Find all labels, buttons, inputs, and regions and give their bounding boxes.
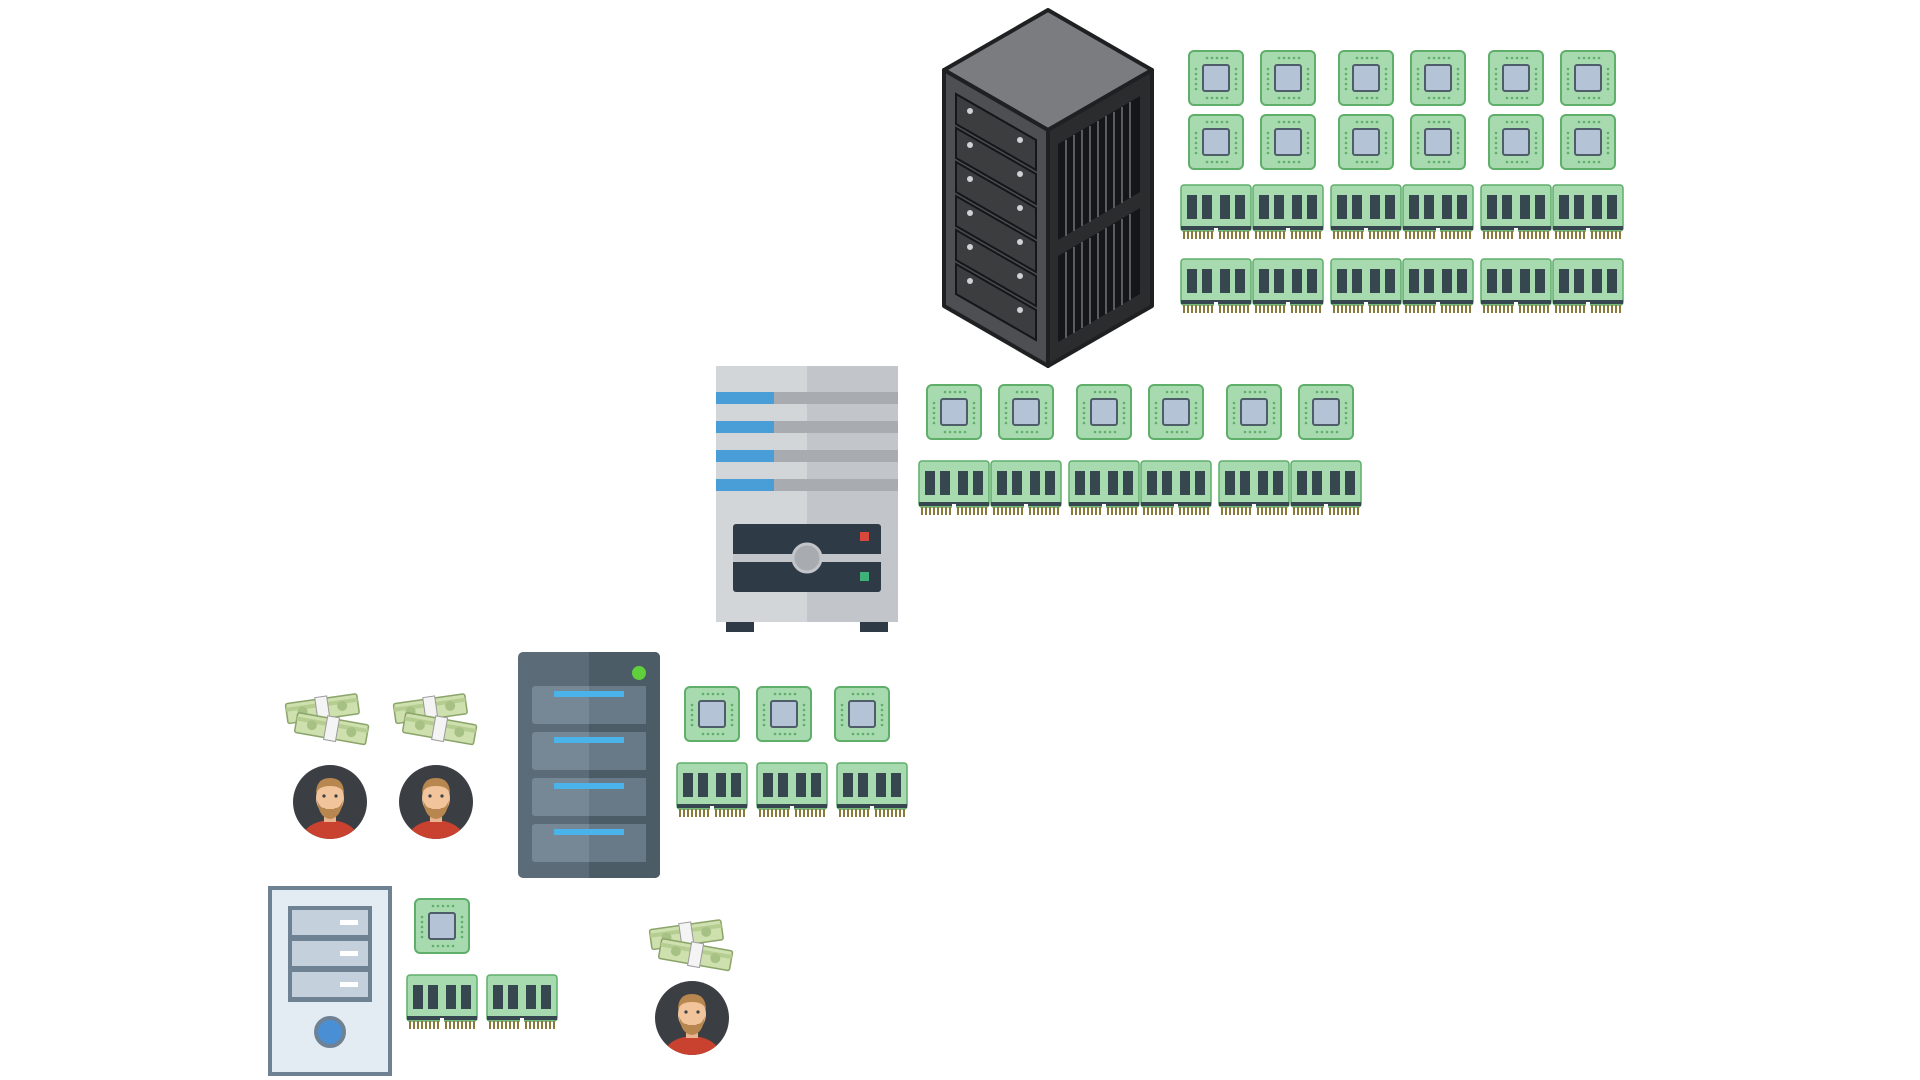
person-avatar-icon	[292, 764, 368, 840]
ram-module-icon	[990, 460, 1062, 518]
ram-module-icon	[1140, 460, 1212, 518]
cpu-chip-icon	[1148, 384, 1204, 440]
cpu-chip-icon	[1410, 50, 1466, 106]
ram-module-icon	[1480, 258, 1552, 316]
ram-module-icon	[1218, 460, 1290, 518]
cpu-chip-icon	[684, 686, 740, 742]
ram-module-icon	[756, 762, 828, 820]
cpu-chip-icon	[1410, 114, 1466, 170]
server-rack-icon	[940, 8, 1156, 368]
cpu-chip-icon	[414, 898, 470, 954]
ram-module-icon	[486, 974, 558, 1032]
ram-module-icon	[676, 762, 748, 820]
cpu-chip-icon	[998, 384, 1054, 440]
ram-module-icon	[1552, 258, 1624, 316]
ram-module-icon	[1330, 184, 1402, 242]
cpu-chip-icon	[926, 384, 982, 440]
ram-module-icon	[1252, 258, 1324, 316]
mid-server-icon	[716, 366, 898, 636]
small-server-icon	[518, 652, 660, 878]
ram-module-icon	[1180, 258, 1252, 316]
cpu-chip-icon	[1076, 384, 1132, 440]
cpu-chip-icon	[1260, 114, 1316, 170]
person-avatar-icon	[398, 764, 474, 840]
cpu-chip-icon	[756, 686, 812, 742]
cpu-chip-icon	[1488, 114, 1544, 170]
desktop-tower-icon	[268, 886, 392, 1076]
ram-module-icon	[1402, 184, 1474, 242]
ram-module-icon	[1552, 184, 1624, 242]
cpu-chip-icon	[1298, 384, 1354, 440]
cpu-chip-icon	[1188, 114, 1244, 170]
ram-module-icon	[406, 974, 478, 1032]
cpu-chip-icon	[1338, 50, 1394, 106]
ram-module-icon	[1068, 460, 1140, 518]
ram-module-icon	[1330, 258, 1402, 316]
money-stack-icon	[644, 918, 740, 974]
ram-module-icon	[1480, 184, 1552, 242]
cpu-chip-icon	[1188, 50, 1244, 106]
ram-module-icon	[836, 762, 908, 820]
ram-module-icon	[1402, 258, 1474, 316]
cpu-chip-icon	[1260, 50, 1316, 106]
ram-module-icon	[1180, 184, 1252, 242]
cpu-chip-icon	[1488, 50, 1544, 106]
cpu-chip-icon	[1226, 384, 1282, 440]
cpu-chip-icon	[1560, 50, 1616, 106]
ram-module-icon	[1290, 460, 1362, 518]
cpu-chip-icon	[1560, 114, 1616, 170]
cpu-chip-icon	[834, 686, 890, 742]
ram-module-icon	[918, 460, 990, 518]
cpu-chip-icon	[1338, 114, 1394, 170]
money-stack-icon	[280, 692, 376, 748]
ram-module-icon	[1252, 184, 1324, 242]
person-avatar-icon	[654, 980, 730, 1056]
money-stack-icon	[388, 692, 484, 748]
